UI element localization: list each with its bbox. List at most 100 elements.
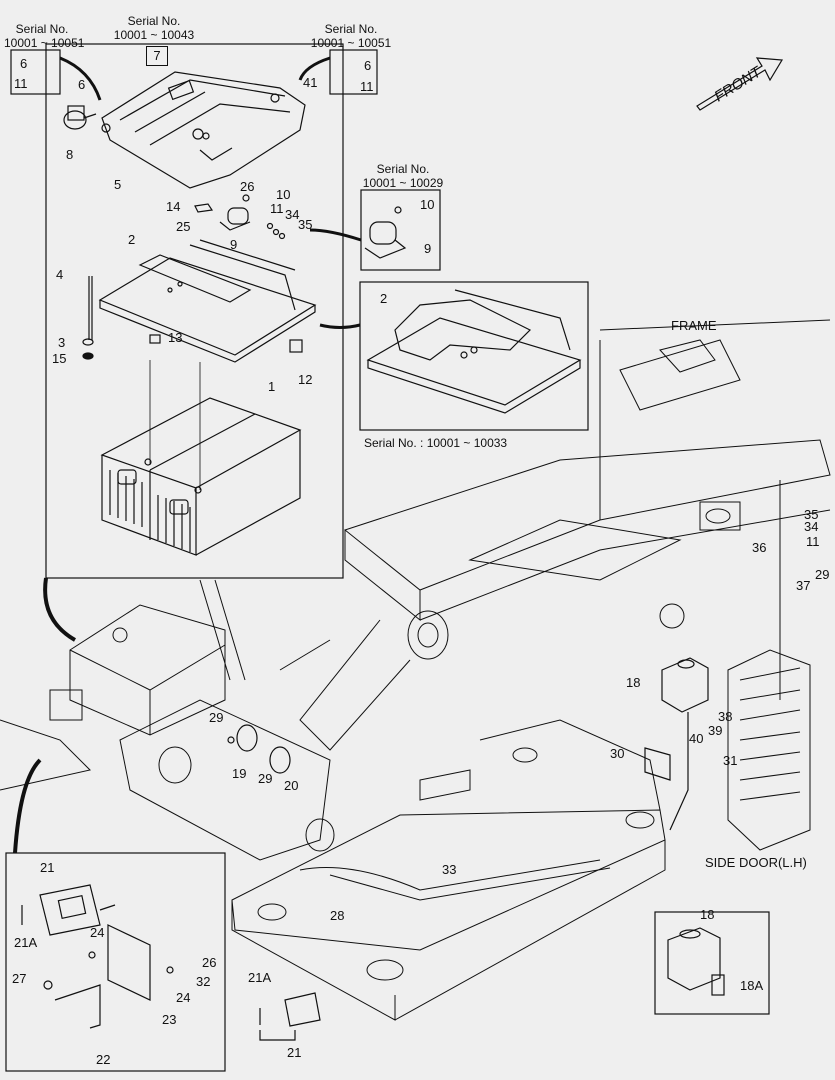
part-label-11c: 11 (270, 201, 284, 216)
part-label-1: 1 (268, 379, 276, 394)
part-label-13: 13 (168, 330, 183, 345)
relay-inset-drawing (364, 206, 407, 259)
callout-arrow-relay (309, 228, 362, 242)
battery-bracket (98, 239, 317, 363)
serial-label-top-left-line1: Serial No. (15, 22, 69, 36)
battery-switch (63, 105, 97, 130)
side-door (727, 649, 811, 851)
part-label-34b: 34 (804, 519, 819, 534)
part-label-34a: 34 (285, 207, 300, 222)
front-arrow (696, 57, 784, 111)
serial-label-top-left: Serial No. 10001 ~ 10051 (4, 22, 85, 50)
part-label-15: 15 (52, 351, 67, 366)
part-label-3: 3 (58, 335, 66, 350)
part-label-26a: 26 (240, 179, 255, 194)
part-label-6b: 6 (78, 77, 86, 92)
part-label-32: 32 (196, 974, 211, 989)
serial-label-top-right-line2: 10001 ~ 10051 (310, 36, 392, 50)
part-label-24a: 24 (90, 925, 105, 940)
part-label-27: 27 (12, 971, 27, 986)
callout-arrow-bracket (319, 323, 361, 329)
part-label-10b: 10 (420, 197, 435, 212)
batteries (100, 360, 302, 556)
serial-label-top-left-line2: 10001 ~ 10051 (4, 36, 85, 50)
washer-inset-drawing (667, 927, 725, 996)
part-label-24b: 24 (176, 990, 191, 1005)
serial-label-top-right: Serial No. 10001 ~ 10051 (308, 22, 394, 50)
callout-arrow-lamp (13, 758, 42, 854)
work-lamp (259, 992, 321, 1041)
part-label-26b: 26 (202, 955, 217, 970)
part-label-12: 12 (298, 372, 313, 387)
side-door-label: SIDE DOOR(L.H) (705, 855, 807, 870)
part-label-19: 19 (232, 766, 247, 781)
washer-tank (644, 657, 709, 831)
callout-arrow-left (59, 56, 102, 101)
callout-arrow-right (298, 56, 331, 81)
part-label-21A-a: 21A (14, 935, 38, 950)
part-label-35b: 35 (804, 507, 819, 522)
part-label-8: 8 (66, 147, 74, 162)
part-label-38: 38 (718, 709, 733, 724)
serial-box-left (10, 49, 61, 95)
part-label-31: 31 (723, 753, 738, 768)
serial-label-bracket-inset: Serial No. : 10001 ~ 10033 (364, 436, 508, 450)
part-label-4: 4 (56, 267, 64, 282)
part-label-40: 40 (689, 731, 704, 746)
part-label-33: 33 (442, 862, 457, 877)
part-label-28: 28 (330, 908, 345, 923)
bracket-inset-frame (359, 281, 589, 431)
part-label-39: 39 (708, 723, 723, 738)
long-bolt (82, 276, 94, 360)
part-label-11a: 11 (14, 76, 28, 91)
part-label-2b: 2 (380, 291, 388, 306)
serial-label-relay-line2: 10001 ~ 10029 (362, 176, 444, 190)
part-label-9a: 9 (230, 237, 238, 252)
upper-frame (299, 319, 831, 751)
horns (227, 724, 291, 774)
serial-label-top-mid: Serial No. 10001 ~ 10043 (112, 14, 196, 42)
battery-detail-frame (45, 43, 344, 579)
machine-battery-view (0, 579, 335, 861)
part-label-21a: 21 (40, 860, 55, 875)
part-label-6a: 6 (20, 56, 28, 71)
part-label-30: 30 (610, 746, 625, 761)
serial-label-relay-line1: Serial No. (376, 162, 430, 176)
battery-relay (194, 194, 286, 240)
part-label-37: 37 (796, 578, 811, 593)
serial-box-right (329, 49, 378, 95)
part-label-36: 36 (752, 540, 767, 555)
part-label-29a: 29 (815, 567, 830, 582)
part-label-21b: 21 (287, 1045, 302, 1060)
battery-cover (101, 71, 306, 189)
part-label-22: 22 (96, 1052, 111, 1067)
work-lamp-inset-frame (5, 852, 226, 1072)
part-label-18b: 18 (700, 907, 715, 922)
part-label-9b: 9 (424, 241, 432, 256)
part-label-23: 23 (162, 1012, 177, 1027)
frame-label: FRAME (671, 318, 717, 333)
callout-arrow-battery (43, 577, 77, 642)
part-label-41: 41 (303, 75, 318, 90)
part-label-29b: 29 (209, 710, 224, 725)
serial-label-top-mid-line2: 10001 ~ 10043 (113, 28, 195, 42)
part-label-21A-b: 21A (248, 970, 272, 985)
washer-inset-frame (654, 911, 770, 1015)
part-label-11b: 11 (360, 79, 374, 94)
work-lamp-inset-drawing (21, 884, 174, 1029)
part-label-2a: 2 (128, 232, 136, 247)
part-label-11d: 11 (806, 534, 820, 549)
part-label-14: 14 (166, 199, 181, 214)
bracket-inset-drawing (366, 289, 582, 414)
relay-inset-frame (360, 189, 441, 271)
part-label-7: 7 (146, 46, 168, 66)
serial-label-top-right-line1: Serial No. (324, 22, 378, 36)
part-label-10a: 10 (276, 187, 291, 202)
part-label-5: 5 (114, 177, 122, 192)
part-label-20: 20 (284, 778, 299, 793)
serial-label-top-mid-line1: Serial No. (127, 14, 181, 28)
part-label-25: 25 (176, 219, 191, 234)
serial-label-relay-inset: Serial No. 10001 ~ 10029 (360, 162, 446, 190)
